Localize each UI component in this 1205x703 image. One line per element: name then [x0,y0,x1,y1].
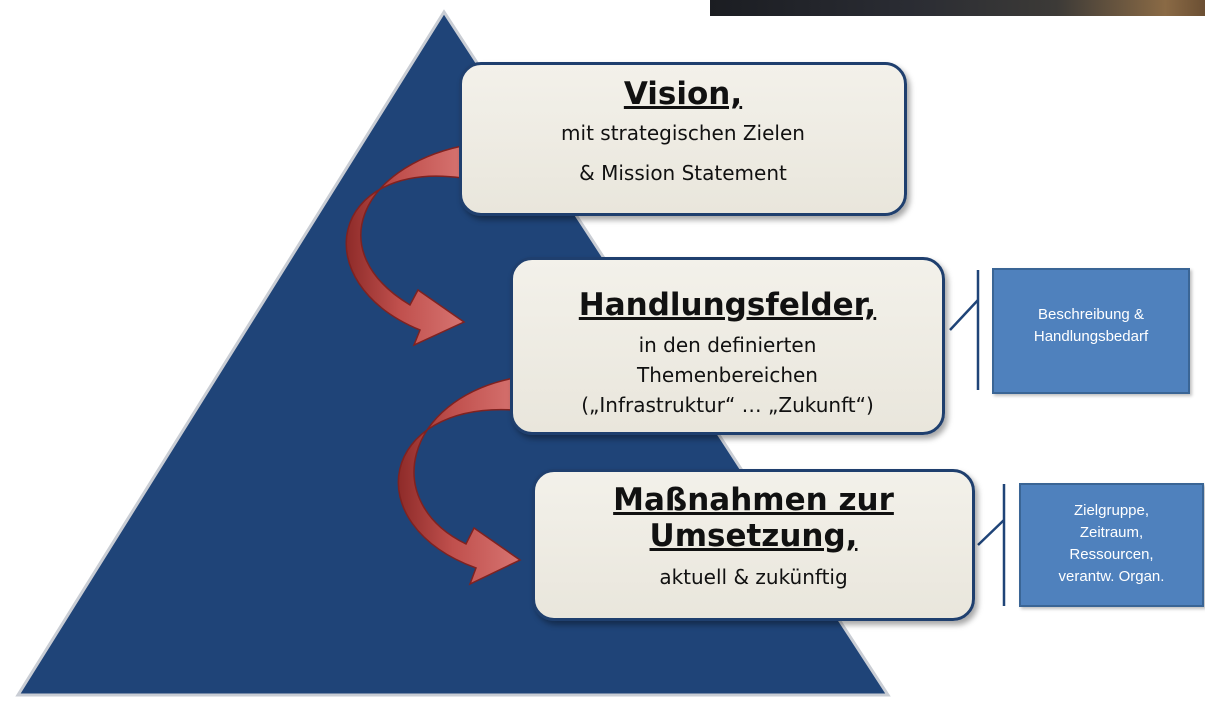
level-handlungsfelder-box: Handlungsfelder, in den definierten Them… [510,257,945,435]
level-massnahmen-line-1: aktuell & zukünftig [659,565,848,589]
level-vision-line-2: & Mission Statement [579,161,787,185]
level-massnahmen-title-2: Umsetzung, [649,518,858,554]
note-zielgruppe-line-3: Ressourcen, [1069,546,1154,563]
note-beschreibung: Beschreibung & Handlungsbedarf [992,268,1190,394]
level-vision-title: Vision, [623,76,743,112]
level-massnahmen-title-1: Maßnahmen zur [613,482,894,518]
note-beschreibung-line-2: Handlungsbedarf [1033,328,1149,345]
level-handlungsfelder-line-1: in den definierten [638,333,817,357]
note-beschreibung-line-1: Beschreibung & [1038,306,1144,323]
level-vision-line-1: mit strategischen Zielen [561,121,805,145]
level-massnahmen-box: Maßnahmen zur Umsetzung, aktuell & zukün… [532,469,975,621]
connector-zielgruppe [977,484,1006,606]
connector-beschreibung [949,270,980,390]
arrow-vision-to-handlungsfelder [345,145,466,347]
arrow-handlungsfelder-to-massnahmen [397,377,522,586]
photo-strip [710,0,1205,16]
note-zielgruppe-line-4: verantw. Organ. [1058,568,1165,585]
note-zielgruppe: Zielgruppe, Zeitraum, Ressourcen, verant… [1019,483,1204,607]
level-handlungsfelder-line-3: („Infrastruktur“ … „Zukunft“) [581,393,874,417]
level-handlungsfelder-line-2: Themenbereichen [637,363,818,387]
level-vision-box: Vision, mit strategischen Zielen & Missi… [459,62,907,216]
note-zielgruppe-line-2: Zeitraum, [1079,524,1144,541]
level-handlungsfelder-title: Handlungsfelder, [578,287,877,323]
note-zielgruppe-line-1: Zielgruppe, [1073,502,1150,519]
